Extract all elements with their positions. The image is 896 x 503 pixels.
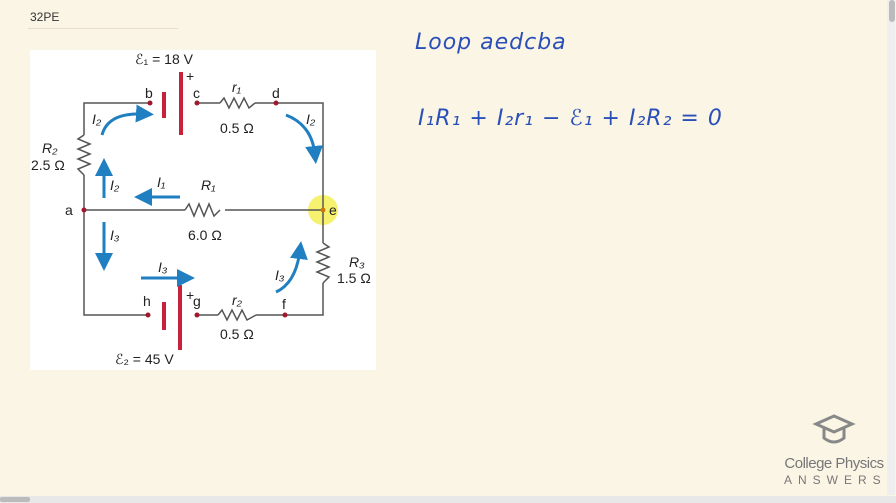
vertical-scrollbar-thumb[interactable]: [889, 0, 895, 22]
node-g: g: [193, 293, 201, 309]
node-c: c: [193, 85, 200, 101]
emf1-label: ℰ₁ = 18 V: [135, 51, 194, 67]
graduation-cap-icon: [812, 414, 856, 444]
emf2-label: ℰ₂ = 45 V: [115, 351, 174, 367]
node-dots: [81, 100, 326, 318]
R2-label: R₂: [42, 140, 58, 156]
I2-label-left: I₂: [110, 177, 120, 193]
resistor-r2: [217, 308, 257, 322]
node-b: b: [145, 85, 153, 101]
I2-label-top-right: I₂: [306, 111, 316, 127]
node-h: h: [143, 293, 151, 309]
R3-label: R₃: [349, 254, 365, 270]
R1-label: R₁: [201, 177, 216, 193]
wires: [76, 96, 331, 322]
r2-value: 0.5 Ω: [220, 326, 254, 342]
logo-line2: ANSWERS: [784, 473, 887, 487]
vertical-scrollbar[interactable]: [887, 0, 895, 495]
r1-value: 0.5 Ω: [220, 120, 254, 136]
I3-label-bottom: I₃: [158, 259, 168, 275]
resistor-R1: [184, 202, 221, 218]
node-e: e: [329, 202, 337, 218]
r2-label: r₂: [232, 292, 243, 308]
current-arrows: [95, 104, 324, 294]
R3-value: 1.5 Ω: [337, 270, 371, 286]
R1-value: 6.0 Ω: [188, 227, 222, 243]
horizontal-scrollbar-thumb[interactable]: [0, 497, 30, 502]
resistor-R3: [315, 242, 331, 284]
node-d: d: [272, 85, 280, 101]
R2-value: 2.5 Ω: [31, 157, 65, 173]
node-f: f: [282, 296, 286, 312]
I2-label-top-left: I₂: [92, 111, 102, 127]
divider: [28, 28, 178, 29]
handwritten-equation: I₁R₁ + I₂r₁ − ℰ₁ + I₂R₂ = 0: [418, 106, 723, 131]
battery2-plus: +: [186, 287, 194, 303]
resistor-R2: [76, 134, 92, 176]
battery1-plus: +: [186, 68, 194, 84]
college-physics-answers-logo: College Physics ANSWERS: [784, 412, 884, 487]
I1-label: I₁: [157, 174, 166, 190]
horizontal-scrollbar[interactable]: [0, 496, 896, 503]
video-title: 32PE: [30, 10, 60, 24]
node-a: a: [65, 202, 73, 218]
resistor-r1: [219, 96, 256, 110]
handwritten-loop-label: Loop aedcba: [415, 30, 567, 55]
I3-label-right: I₃: [275, 267, 285, 283]
battery-2: [162, 285, 182, 350]
logo-line1: College Physics: [784, 455, 884, 472]
r1-label: r₁: [232, 79, 242, 95]
I3-label-left: I₃: [110, 227, 120, 243]
battery-1: [162, 72, 183, 135]
